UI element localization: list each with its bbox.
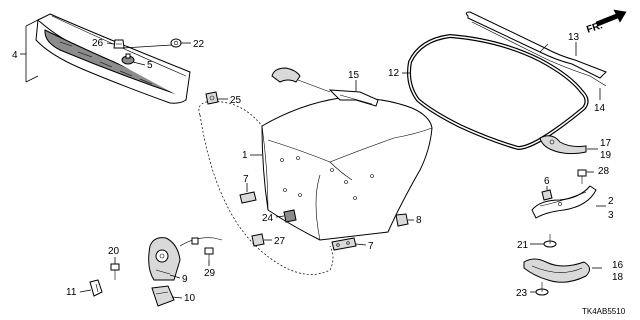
- callout-21: 21: [517, 240, 529, 251]
- bolt-28[interactable]: [577, 169, 587, 184]
- callout-18: 18: [612, 272, 624, 283]
- callout-14: 14: [594, 103, 606, 114]
- hinge-cover-17-19[interactable]: [539, 135, 587, 155]
- callout-4: 4: [12, 50, 18, 61]
- callout-6: 6: [544, 176, 550, 187]
- callout-25: 25: [230, 95, 242, 106]
- callout-7-lower: 7: [368, 241, 374, 252]
- callout-13: 13: [568, 32, 580, 43]
- callout-28: 28: [598, 166, 610, 177]
- bolt-29[interactable]: [204, 247, 214, 260]
- diagram-code: TK4AB5510: [582, 307, 626, 316]
- callout-15: 15: [348, 70, 360, 81]
- clip-27[interactable]: [251, 233, 265, 247]
- bolt-20[interactable]: [110, 263, 120, 280]
- clip-24[interactable]: [283, 209, 297, 223]
- clip-5[interactable]: [121, 53, 135, 65]
- trunk-lock-cylinder-cable[interactable]: [179, 237, 223, 247]
- callout-27: 27: [274, 236, 286, 247]
- bolt-23[interactable]: [535, 282, 549, 296]
- trunk-latch-assembly[interactable]: [148, 237, 181, 281]
- callout-9: 9: [182, 274, 188, 285]
- trunk-spoiler-garnish[interactable]: [35, 13, 191, 104]
- callout-5: 5: [147, 60, 153, 71]
- callout-17: 17: [600, 138, 612, 149]
- bolt-21[interactable]: [543, 234, 557, 248]
- callout-11: 11: [66, 287, 77, 298]
- callout-19: 19: [600, 150, 612, 161]
- front-direction-label: FR.: [585, 20, 604, 36]
- trunk-weatherstrip[interactable]: [407, 33, 589, 151]
- latch-cover-10[interactable]: [151, 285, 175, 307]
- trunk-hinge-left-16-18[interactable]: [523, 258, 590, 283]
- trunk-hinge-right-2-3[interactable]: [531, 185, 597, 219]
- torsion-bar-left-right[interactable]: [465, 11, 607, 87]
- callout-12: 12: [388, 68, 400, 79]
- callout-1: 1: [242, 150, 248, 161]
- grommet-8[interactable]: [395, 213, 409, 227]
- clip-26[interactable]: [113, 39, 125, 49]
- front-direction-arrow-icon: [595, 9, 627, 27]
- callout-2: 2: [608, 196, 614, 207]
- callout-7-upper: 7: [243, 174, 249, 185]
- callout-24: 24: [262, 213, 274, 224]
- callout-26: 26: [92, 38, 104, 49]
- callout-10: 10: [184, 293, 196, 304]
- callout-29: 29: [204, 268, 216, 279]
- callout-16: 16: [612, 260, 624, 271]
- callout-8: 8: [416, 215, 422, 226]
- clip-25[interactable]: [205, 91, 219, 105]
- callout-20: 20: [108, 246, 120, 257]
- callout-3: 3: [608, 210, 614, 221]
- bumper-7-upper[interactable]: [239, 191, 257, 204]
- trunk-opener-cable[interactable]: [271, 67, 379, 107]
- callout-22: 22: [193, 39, 205, 50]
- nut-22[interactable]: [170, 38, 182, 48]
- callout-23: 23: [516, 288, 528, 299]
- clip-11[interactable]: [89, 279, 103, 297]
- bumper-7-lower[interactable]: [331, 237, 357, 251]
- clip-6[interactable]: [541, 189, 553, 201]
